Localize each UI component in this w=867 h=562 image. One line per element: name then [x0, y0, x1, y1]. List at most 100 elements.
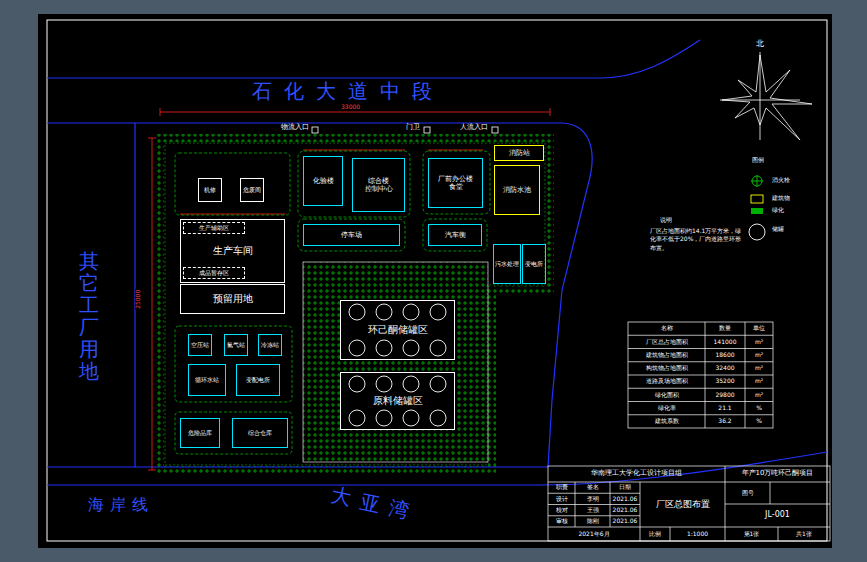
drawing-number: JL-001 — [725, 504, 830, 527]
storage-tank — [403, 340, 419, 356]
title-block-cell: 日期 — [610, 482, 640, 493]
legend-title: 图例 — [752, 157, 764, 164]
storage-tank — [376, 376, 392, 392]
legend-text: 绿化 — [772, 207, 784, 214]
building-name: 停车场 — [340, 231, 363, 239]
table-cell: 141000 — [705, 335, 745, 348]
table-cell: 名称 — [628, 322, 705, 335]
table-cell: % — [745, 415, 773, 428]
building-name: 预留用地 — [212, 293, 254, 305]
table-cell: 构筑物占地面积 — [628, 362, 705, 375]
building-name: 综合楼 — [367, 177, 390, 185]
legend-symbol — [751, 195, 763, 203]
note-title: 说明 — [660, 217, 672, 224]
title-block-cell: 李明 — [575, 493, 610, 504]
building-box: 消防站 — [494, 145, 544, 161]
building-box: 原料储罐区 — [340, 372, 455, 430]
wind-rose — [720, 52, 800, 140]
title-block-cell: 陈刚 — [575, 516, 610, 527]
drawing-sheet — [38, 14, 832, 548]
dimension-text: 33000 — [340, 104, 361, 111]
table-cell: 数量 — [705, 322, 745, 335]
block-outline — [423, 219, 487, 251]
table-cell: 29800 — [705, 388, 745, 401]
title-block-cell: 职责 — [548, 482, 575, 493]
north-mark: 北 — [756, 40, 764, 49]
road-name: 石化大道中段 — [252, 80, 444, 102]
table-grid — [628, 322, 773, 428]
dimension-text: 25000 — [135, 289, 142, 310]
table-cell: m² — [745, 362, 773, 375]
building-name: 危险品库 — [187, 430, 213, 437]
title-block-cell: 2021.06 — [610, 516, 640, 527]
building-box: 综合楼控制中心 — [352, 158, 405, 212]
gate-symbol — [492, 127, 498, 133]
block-outline — [298, 151, 410, 217]
table-cell: % — [745, 402, 773, 415]
title-block-cell: 2021.06 — [610, 493, 640, 504]
table-cell: 单位 — [745, 322, 773, 335]
legend-text: 消火栓 — [772, 177, 790, 184]
table-cell: 道路及场地面积 — [628, 375, 705, 388]
title-block-cell: 审核 — [548, 516, 575, 527]
building-box: 汽车衡 — [428, 224, 482, 246]
title-block-grid — [670, 482, 830, 541]
building-name: 厂前办公楼 — [437, 175, 474, 183]
building-name: 变配电所 — [245, 377, 271, 384]
building-name: 汽车衡 — [444, 231, 467, 239]
note-text: 厂区占地面积约14.1万平方米，绿化率不低于20%，厂内道路呈环形布置。 — [650, 227, 745, 252]
dimension-line — [180, 150, 483, 214]
storage-tank — [376, 304, 392, 320]
legend-text: 储罐 — [772, 226, 784, 233]
building-name: 空压站 — [190, 342, 210, 349]
table-grid — [705, 322, 745, 428]
title-block-grid — [548, 482, 640, 527]
title-block-grid — [548, 466, 830, 541]
storage-tank — [430, 340, 446, 356]
wind-rose — [722, 55, 812, 140]
title-block-grid — [548, 466, 830, 541]
storage-tank — [349, 304, 365, 320]
table-cell: 21.1 — [705, 402, 745, 415]
building-name: 危废间 — [242, 187, 262, 194]
road-line — [47, 123, 592, 467]
building-box: 机修 — [198, 178, 222, 202]
storage-tank — [376, 340, 392, 356]
table-cell: 36.2 — [705, 415, 745, 428]
building-box: 生产车间生产辅助区成品暂存区 — [180, 219, 285, 283]
title-block-cell: 1:1000 — [670, 527, 725, 541]
storage-tank — [349, 376, 365, 392]
drawing-title: 厂区总图布置 — [640, 482, 725, 527]
building-box: 循环水站 — [188, 364, 226, 396]
building-box: 危险品库 — [180, 418, 220, 448]
title-block-cell: 王强 — [575, 505, 610, 516]
table-grid — [628, 322, 773, 428]
title-block-text: 华南理工大学化工设计项目组 — [548, 466, 725, 482]
storage-tank — [376, 410, 392, 426]
building-name: 综合仓库 — [247, 430, 273, 437]
bay-name: 大亚湾 — [329, 484, 422, 524]
building-box: 变电所 — [522, 244, 546, 284]
block-outline — [175, 153, 290, 215]
table-cell: 18600 — [705, 349, 745, 362]
legend-symbol — [749, 175, 765, 240]
sub-area-box: 成品暂存区 — [183, 267, 245, 279]
storage-tank — [430, 410, 446, 426]
table-cell: 35200 — [705, 375, 745, 388]
building-name: 消防水池 — [502, 186, 532, 194]
building-box: 污水处理 — [493, 244, 521, 284]
table-grid — [628, 335, 773, 415]
building-name: 循环水站 — [194, 377, 220, 384]
building-name: 食堂 — [448, 183, 464, 191]
building-box: 停车场 — [303, 224, 400, 246]
coast-name: 海岸线 — [88, 496, 154, 514]
area-name: 其它工厂用地 — [79, 250, 99, 382]
building-box: 空压站 — [188, 334, 212, 356]
legend-symbol — [751, 175, 763, 187]
table-cell: m² — [745, 388, 773, 401]
greenbelt — [160, 138, 550, 470]
building-box: 消防水池 — [494, 165, 540, 215]
title-block-text: 年产10万吨环己酮项目 — [725, 466, 830, 482]
legend-symbol — [752, 176, 762, 186]
